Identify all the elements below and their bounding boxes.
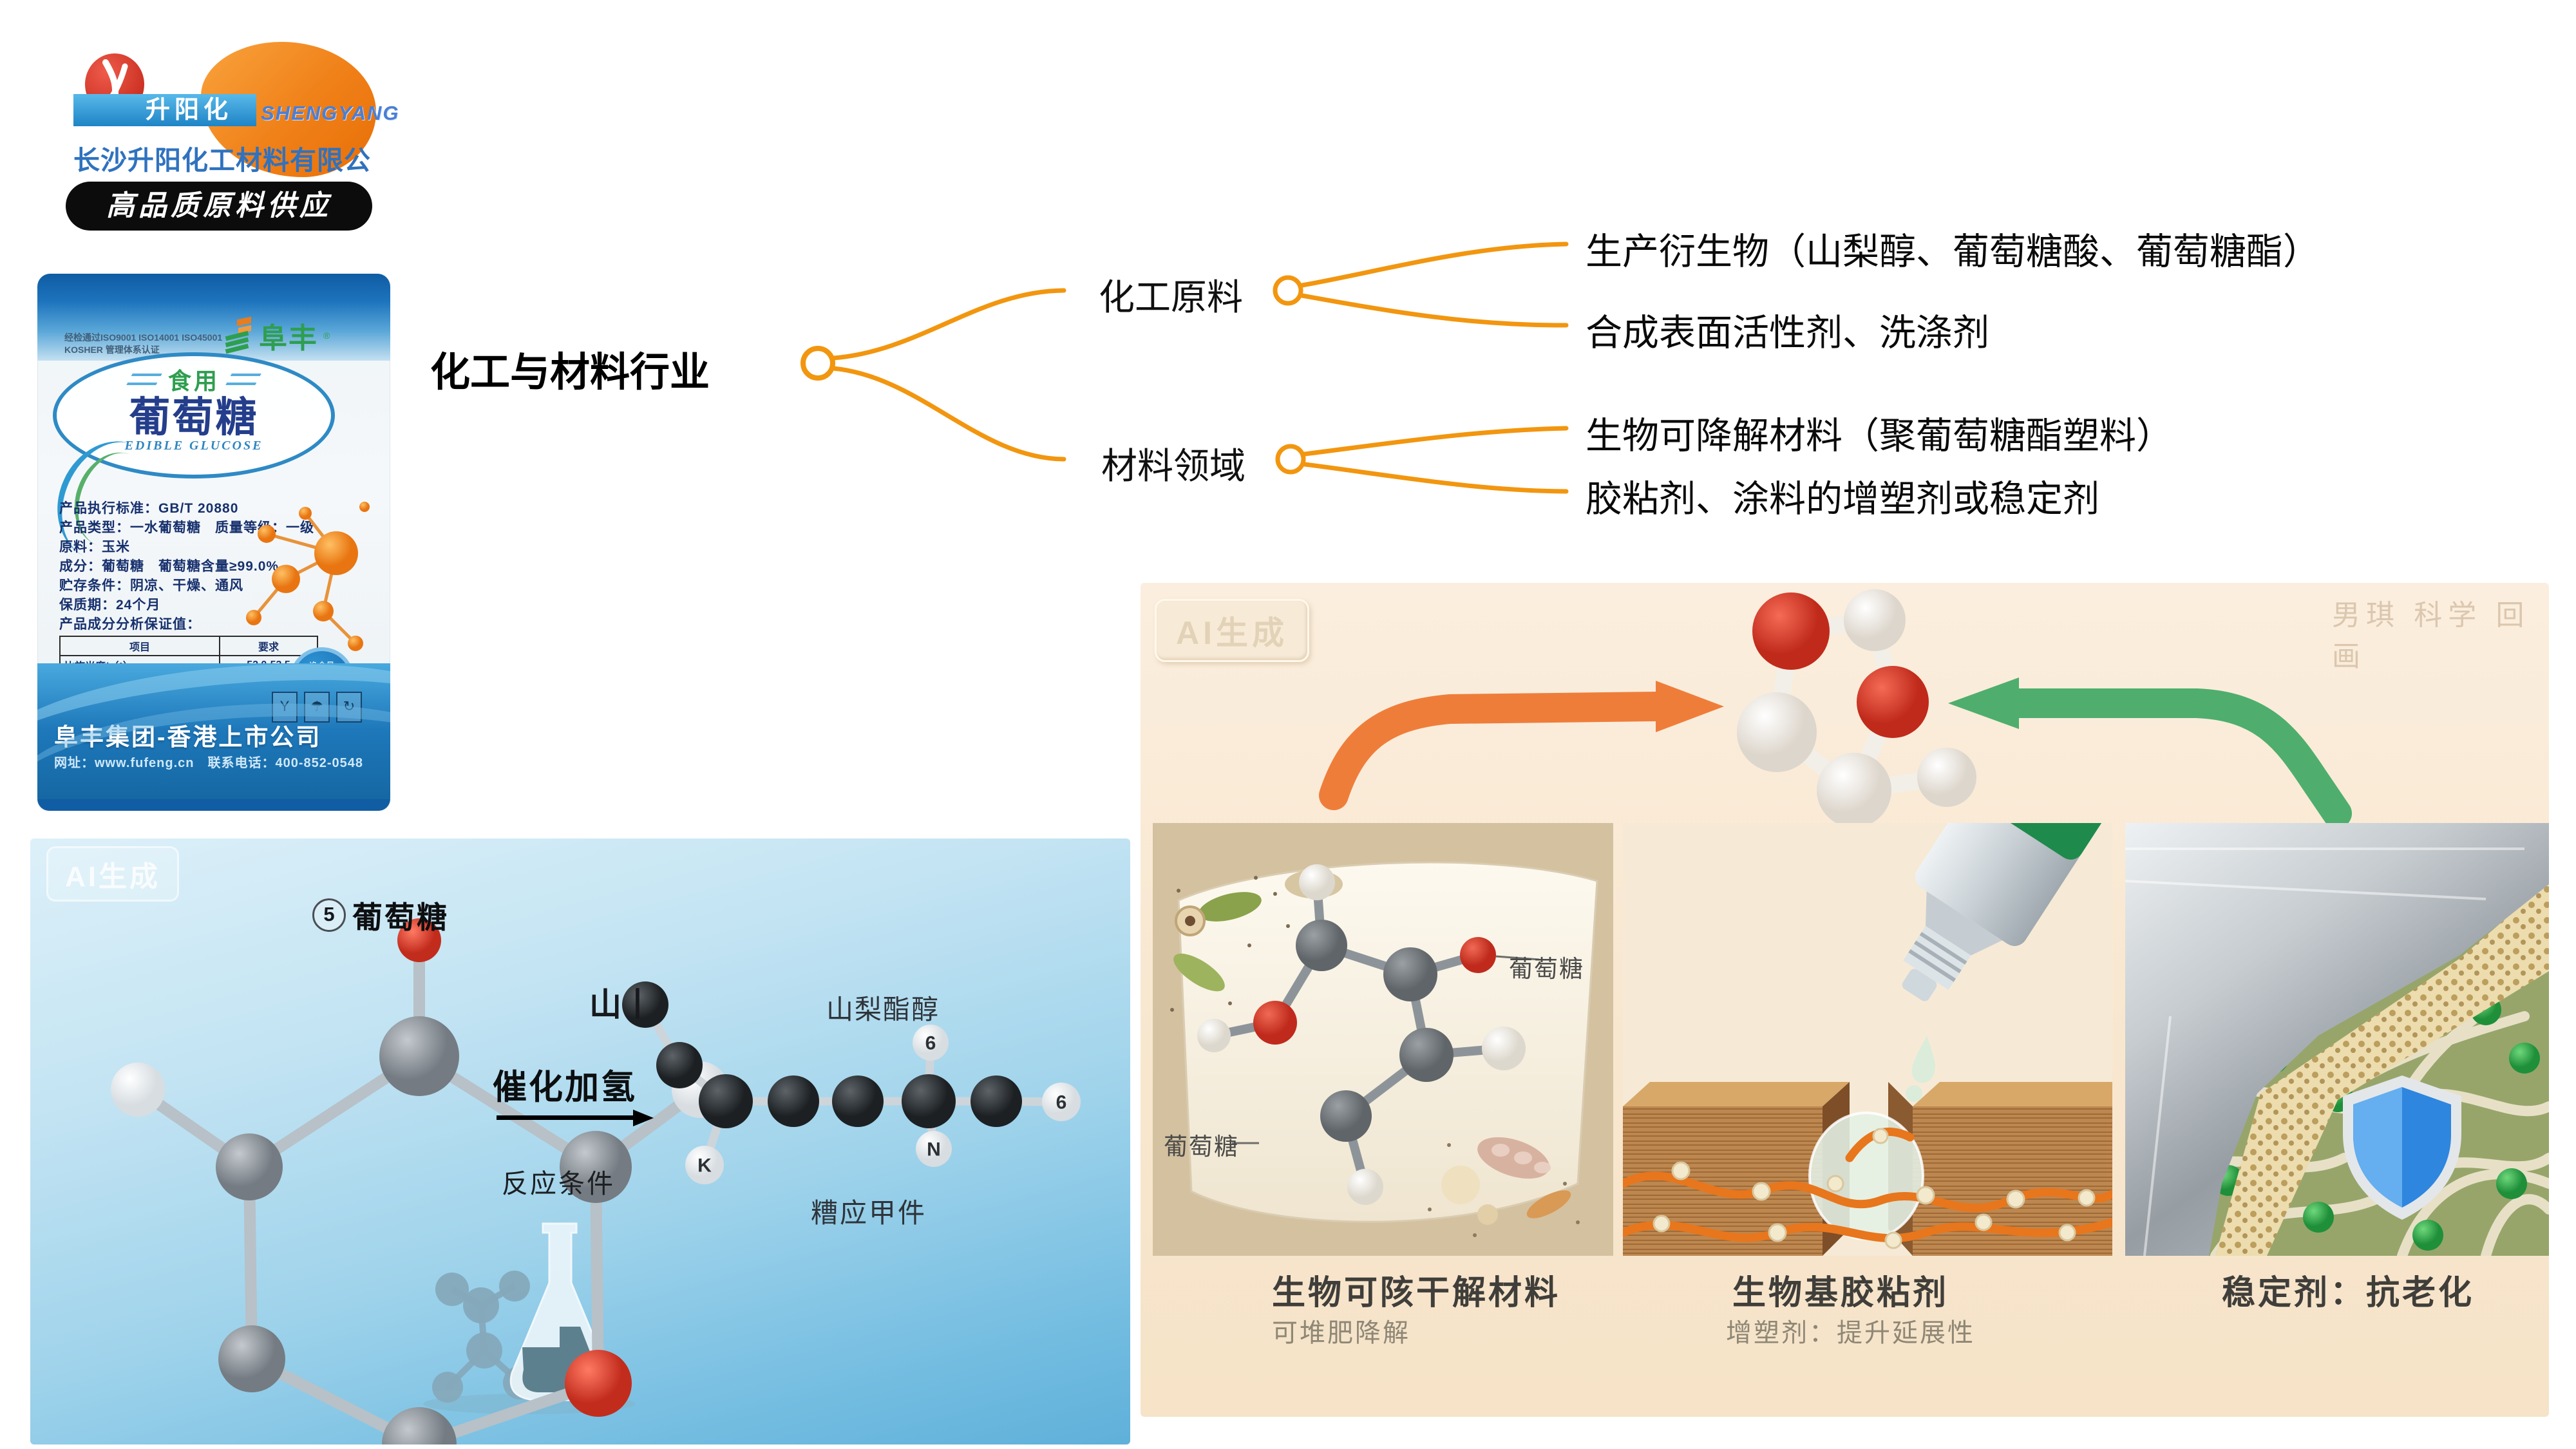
panel-caption: 生物基胶粘剂: [1732, 1274, 1949, 1312]
table-header: 项目: [59, 636, 220, 656]
panel-biodegradable: 葡萄糖 葡萄糖: [1153, 823, 1613, 1256]
spec-line: 保质期：24个月: [59, 598, 161, 612]
glucose-hydrogenation-figure: 6 K 6 N AI生成 5 葡萄糖 山丨 山梨酯醇 催化加氢 反应条件 糟应甲…: [30, 838, 1130, 1444]
brand-name-en: SHENGYANG: [261, 102, 400, 124]
root-node-circle: [800, 346, 835, 381]
panel-caption: 生物可陔干解材料: [1272, 1274, 1561, 1312]
spec-line: 原料：玉米: [59, 540, 130, 554]
bag-product-name-en: EDIBLE GLUCOSE: [124, 439, 263, 453]
branch-node-circle: [1273, 275, 1303, 306]
orange-molecule-decor: [246, 502, 370, 651]
mindmap-branch-label: 材料领域: [1101, 446, 1245, 486]
atom-label: N: [927, 1139, 941, 1160]
biodegradable-art: [1153, 823, 1613, 1256]
bag-title-oval: 食用 葡萄糖 EDIBLE GLUCOSE: [53, 352, 335, 478]
cert-line: 经检通过ISO9001 ISO14001 ISO45001: [64, 332, 223, 343]
bag-grade: 食用: [167, 368, 220, 394]
top-reaction-art: [1319, 589, 2352, 823]
panel-stabilizer: [2125, 823, 2549, 1256]
chain-bottom-label: 糟应甲件: [811, 1198, 927, 1228]
spec-line: 产品执行标准：GB/T 20880: [59, 501, 239, 516]
atom-label: 6: [1056, 1092, 1067, 1113]
slogan-badge: 高品质原料供应: [66, 182, 372, 231]
brand-banner: 升阳化工: [73, 94, 256, 156]
glucose-label: 葡萄糖: [352, 900, 449, 934]
mindmap-branch-label: 化工原料: [1099, 277, 1243, 317]
panel-subcaption: 增塑剂：提升延展性: [1726, 1319, 1975, 1347]
spec-line: 产品成分分析保证值：: [59, 617, 201, 632]
atom-label: K: [697, 1155, 712, 1177]
glucose-callout: 5 葡萄糖: [312, 893, 449, 937]
watermark-text: 男琪 科学 回画: [2332, 600, 2530, 672]
registered-mark: ®: [323, 330, 330, 341]
panel-adhesive: [1623, 823, 2112, 1256]
chain-top-label: 山丨: [589, 987, 654, 1023]
green-arrow-icon: [2002, 688, 2352, 823]
branch-node-circle: [1275, 444, 1306, 475]
panel-caption: 稳定剂：抗老化: [2222, 1274, 2475, 1312]
bag-top-fold: [37, 274, 390, 361]
mindmap-leaf: 合成表面活性剂、洗涤剂: [1586, 312, 1989, 354]
orange-arrow-icon: [1319, 692, 1671, 810]
table-header: 要求: [219, 636, 318, 656]
panel-subcaption: 可堆肥降解: [1272, 1319, 1410, 1347]
shield-icon: [2343, 1075, 2461, 1220]
stabilizer-art: [2125, 823, 2549, 1256]
bag-bottom-wave: Y ☂ ↻ 阜丰集团-香港上市公司 网址：www.fufeng.cn 联系电话：…: [37, 663, 390, 811]
bag-certifications: 经检通过ISO9001 ISO14001 ISO45001 KOSHER 管理体…: [64, 332, 222, 356]
mindmap-leaf: 生产衍生物（山梨醇、葡萄糖酸、葡萄糖酯）: [1586, 231, 2320, 272]
ai-generated-badge: AI生成: [46, 846, 179, 902]
ai-generated-badge: AI生成: [1155, 599, 1309, 662]
bag-brand-name: 阜丰: [259, 323, 318, 354]
molecule-art: 6 K 6 N: [111, 918, 1081, 1444]
reaction-arrow-icon: [497, 1110, 654, 1126]
company-logo: 升阳化工 SHENGYANG 长沙升阳化工材料有限公司 高品质原料供应: [48, 16, 399, 235]
mindmap-leaf: 生物可降解材料（聚葡萄糖酯塑料）: [1586, 415, 2173, 457]
adhesive-art: [1623, 823, 2112, 1256]
number-badge: 5: [312, 898, 346, 932]
spec-line: 产品类型：一水葡萄糖 质量等级：一级: [59, 520, 314, 535]
bag-product-name: 葡萄糖: [129, 394, 259, 440]
cert-line: KOSHER 管理体系认证: [64, 345, 160, 355]
bag-brand: 阜丰 ®: [225, 316, 330, 355]
reaction-label: 催化加氢: [493, 1068, 637, 1106]
mindmap-leaf: 胶粘剂、涂料的增塑剂或稳定剂: [1586, 478, 2099, 520]
glucose-pointer-label: 葡萄糖: [1509, 956, 1584, 982]
condition-label: 反应条件: [502, 1169, 615, 1198]
atom-label: 6: [925, 1033, 936, 1054]
bag-spec-lines: 产品执行标准：GB/T 20880 产品类型：一水葡萄糖 质量等级：一级 原料：…: [59, 499, 314, 634]
mindmap-root-label: 化工与材料行业: [430, 350, 710, 395]
glucose-applications-figure: AI生成 男琪 科学 回画: [1141, 583, 2549, 1417]
brand-name-cn: 升阳化工: [146, 97, 233, 156]
glucose-pointer-label: 葡萄糖: [1164, 1133, 1239, 1160]
glucose-bag-photo: 经检通过ISO9001 ISO14001 ISO45001 KOSHER 管理体…: [33, 267, 399, 816]
spec-line: 成分：葡萄糖 葡萄糖含量≥99.0%: [59, 559, 279, 574]
bag-bottom-fold: [37, 799, 390, 811]
sorbitol-label: 山梨酯醇: [826, 994, 940, 1025]
spec-line: 贮存条件：阴凉、干燥、通风: [59, 578, 243, 593]
